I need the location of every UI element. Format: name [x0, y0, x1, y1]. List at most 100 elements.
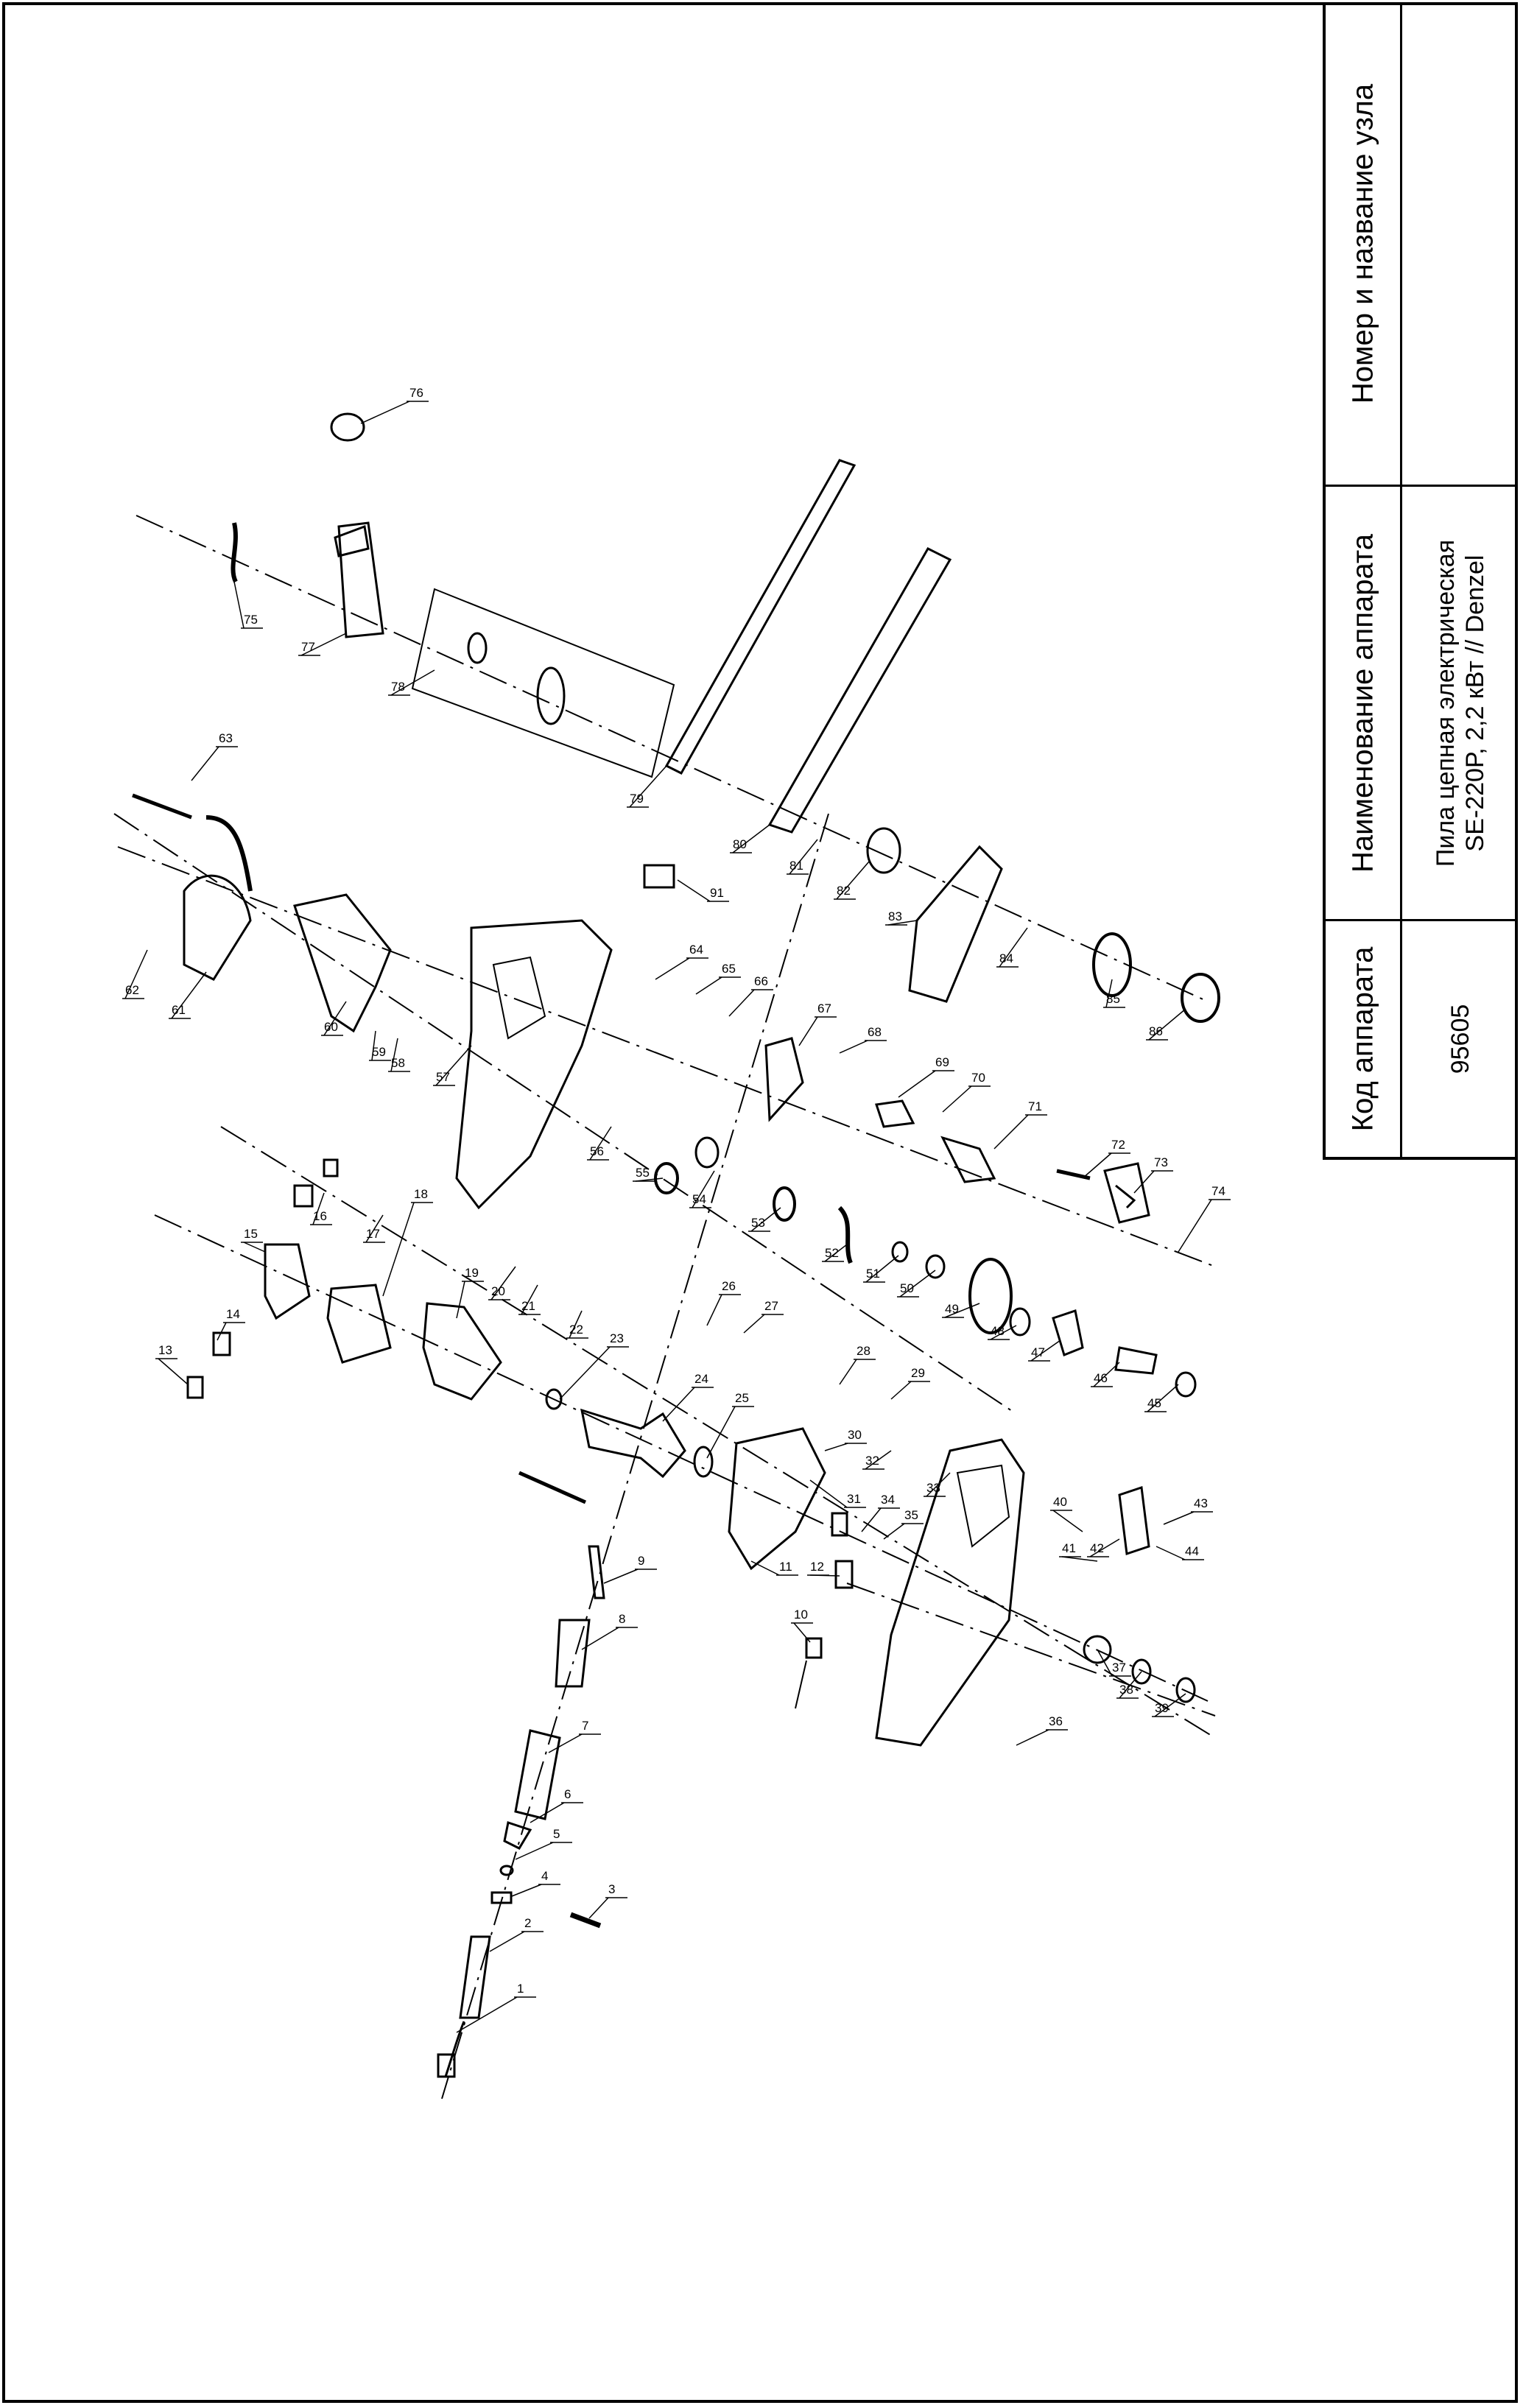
leader-line-69 — [898, 1070, 936, 1098]
header-device-name: Наименование аппарата — [1346, 533, 1379, 873]
part-label-38: 38 — [1119, 1683, 1133, 1697]
leader-line-86 — [1148, 1008, 1186, 1041]
device-code: 95605 — [1446, 1004, 1474, 1074]
leader-line-36 — [1016, 1729, 1049, 1746]
leader-line-15 — [243, 1242, 266, 1253]
part-label-6: 6 — [564, 1787, 571, 1801]
part-label-79: 79 — [630, 792, 644, 806]
leader-line-91 — [677, 879, 711, 902]
part-label-3: 3 — [608, 1882, 615, 1896]
leader-line-81 — [789, 839, 818, 875]
header-node-cell: Номер и название узла — [1326, 2, 1400, 487]
leader-line-66 — [728, 989, 755, 1017]
part-label-66: 66 — [754, 974, 768, 988]
part-label-68: 68 — [868, 1025, 882, 1039]
leader-line-33 — [926, 1472, 951, 1497]
part-label-46: 46 — [1094, 1371, 1108, 1385]
leader-line-37 — [1097, 1649, 1113, 1677]
part-label-10: 10 — [794, 1608, 808, 1622]
part-label-20: 20 — [491, 1284, 505, 1298]
part-label-85: 85 — [1106, 992, 1120, 1006]
leader-line-20 — [490, 1266, 516, 1300]
leader-line-32 — [865, 1450, 892, 1470]
device-name-line2: SE-220P, 2,2 кВт // Denzel — [1460, 555, 1489, 851]
leader-line-61 — [171, 971, 207, 1019]
part-label-28: 28 — [857, 1344, 870, 1358]
leader-line-31 — [809, 1479, 848, 1508]
part-label-33: 33 — [926, 1481, 940, 1495]
leader-line-59 — [371, 1030, 376, 1061]
leader-line-48 — [990, 1325, 1017, 1340]
leader-line-65 — [695, 976, 722, 995]
leader-line-5 — [515, 1842, 554, 1860]
part-label-7: 7 — [582, 1719, 588, 1733]
leader-line-30 — [824, 1443, 848, 1451]
leader-line-39 — [1154, 1693, 1186, 1717]
header-node: Номер и название узла — [1346, 83, 1379, 404]
leader-line-35 — [883, 1523, 905, 1540]
header-device-code-cell: Код аппарата — [1326, 921, 1400, 1157]
leader-line-19 — [456, 1281, 465, 1319]
part-label-76: 76 — [409, 386, 423, 400]
device-name-line1: Пила цепная электрическая — [1431, 539, 1460, 867]
part-label-30: 30 — [848, 1428, 862, 1442]
part-label-37: 37 — [1112, 1661, 1126, 1675]
leader-line-64 — [655, 957, 690, 980]
leader-line-8 — [581, 1627, 619, 1650]
part-label-45: 45 — [1147, 1396, 1161, 1410]
part-label-35: 35 — [904, 1508, 918, 1522]
part-label-70: 70 — [971, 1071, 985, 1085]
part-label-24: 24 — [694, 1372, 708, 1386]
part-label-19: 19 — [465, 1266, 479, 1280]
part-label-40: 40 — [1053, 1495, 1067, 1509]
part-label-80: 80 — [733, 837, 747, 851]
part-label-78: 78 — [391, 680, 405, 694]
leader-line-43 — [1163, 1511, 1195, 1525]
part-label-22: 22 — [569, 1323, 583, 1337]
leader-line-63 — [191, 746, 219, 781]
header-device-code: Код аппарата — [1346, 946, 1379, 1132]
leader-line-57 — [435, 1045, 472, 1086]
leader-line-82 — [836, 861, 870, 900]
leader-line-56 — [589, 1126, 612, 1161]
leader-line-67 — [798, 1016, 818, 1046]
leader-line-58 — [390, 1038, 398, 1072]
leader-line-84 — [999, 927, 1028, 968]
part-label-91: 91 — [710, 886, 724, 900]
part-label-12: 12 — [810, 1560, 824, 1574]
leader-line-47 — [1030, 1339, 1061, 1362]
title-block: Номер и название узла Наименование аппар… — [1323, 2, 1518, 1160]
leader-line-85 — [1105, 979, 1113, 1008]
part-label-44: 44 — [1185, 1544, 1199, 1558]
leader-line-44 — [1156, 1546, 1186, 1560]
leader-line-53 — [750, 1207, 781, 1232]
leader-line-51 — [865, 1255, 899, 1283]
leader-line-17 — [365, 1214, 384, 1243]
device-code-cell: 95605 — [1402, 921, 1518, 1157]
leader-line-1 — [456, 1996, 518, 2033]
leader-line-34 — [861, 1507, 882, 1532]
part-label-34: 34 — [881, 1493, 895, 1507]
leader-line-18 — [382, 1202, 415, 1297]
part-label-83: 83 — [888, 909, 902, 923]
leader-line-13 — [158, 1358, 189, 1385]
part-label-63: 63 — [219, 731, 233, 745]
part-label-86: 86 — [1149, 1024, 1163, 1038]
part-label-64: 64 — [689, 943, 703, 957]
part-label-13: 13 — [158, 1343, 172, 1357]
part-label-55: 55 — [636, 1166, 650, 1180]
part-label-43: 43 — [1194, 1496, 1208, 1510]
leader-line-74 — [1178, 1199, 1212, 1253]
leader-line-78 — [390, 669, 435, 696]
title-block-header-column: Номер и название узла Наименование аппар… — [1326, 2, 1402, 1157]
part-label-42: 42 — [1090, 1541, 1104, 1555]
part-label-9: 9 — [638, 1554, 644, 1568]
part-label-50: 50 — [900, 1281, 914, 1295]
leader-line-70 — [942, 1085, 972, 1113]
leader-line-52 — [824, 1244, 848, 1262]
leader-line-25 — [706, 1406, 736, 1459]
leader-line-45 — [1147, 1384, 1179, 1412]
device-name-cell: Пила цепная электрическая SE-220P, 2,2 к… — [1402, 487, 1518, 921]
leader-line-50 — [899, 1270, 936, 1298]
